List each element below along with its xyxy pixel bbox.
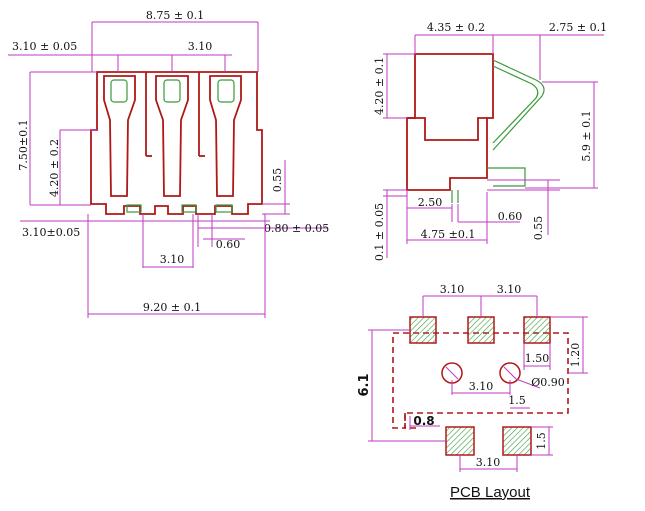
front-contact-2 [163,79,181,103]
front-contact-1 [110,79,128,103]
dim-pitch-right: 3.10 [188,40,213,53]
dim-top-height: 4.20 ± 0.1 [373,57,386,115]
pcb-dim-bottom-pad: 1.5 [535,432,548,450]
dim-spring-depth: 2.75 ± 0.1 [549,21,607,34]
dim-pitch-left: 3.10 ± 0.05 [12,40,77,53]
pcb-pad-bottom-2 [502,426,532,456]
dim-base-depth: 4.75 ±0.1 [421,228,476,241]
dim-height-total: 7.50±0.1 [17,119,30,170]
pcb-pad-bottom-1 [445,426,475,456]
pcb-dim-hole-pitch: 3.10 [469,380,494,393]
dim-base-thickness: 0.1 ± 0.05 [373,203,386,261]
front-pin-2 [181,204,197,213]
pcb-dim-pitch-1: 3.10 [440,283,465,296]
dim-height-inner: 4.20 ± 0.2 [48,139,61,197]
pcb-dim-pitch-2: 3.10 [497,283,522,296]
pcb-pad-top-3 [523,316,551,344]
dim-stand-off: 0.55 [532,216,545,241]
side-view: 4.35 ± 0.2 2.75 ± 0.1 4.20 ± 0.1 5.9 ± 0… [373,21,607,261]
front-pin-3 [215,204,233,213]
front-pin-1 [126,204,142,213]
dim-pin-width: 0.60 [216,238,241,251]
side-spring [492,59,545,151]
pcb-dim-height: 6.1 [357,373,372,396]
dim-total-height: 5.9 ± 0.1 [580,110,593,161]
front-slot-1 [103,75,136,197]
dim-pitch-bottom: 3.10 [160,253,185,266]
dim-pin-width-side: 0.60 [498,210,523,223]
dim-pin-offset: 2.50 [418,196,443,209]
dim-pin-gap: 0.80 ± 0.05 [264,222,329,235]
pcb-dim-hole-offset: 1.5 [508,394,526,407]
pcb-layout: 3.10 3.10 1.50 1.20 6.1 3.10 Ø0.90 1.5 0… [357,283,588,501]
dim-width-top: 8.75 ± 0.1 [146,9,204,22]
pcb-dim-pad-size: 1.50 [525,352,550,365]
dim-pitch-bottom-left: 3.10±0.05 [22,226,80,239]
dim-foot-height: 0.55 [271,168,284,193]
front-contact-3 [217,79,235,103]
pcb-dim-hole-diameter: Ø0.90 [531,376,565,389]
front-view: 8.75 ± 0.1 3.10 ± 0.05 3.10 7.50±0.1 4.2… [8,9,329,318]
side-body-outline [406,53,494,191]
front-body-outline [90,71,263,215]
front-slot-3 [209,75,242,197]
dim-body-depth: 4.35 ± 0.2 [427,21,485,34]
front-slot-2 [155,75,189,197]
pcb-dim-bottom-pitch: 3.10 [476,456,501,469]
pcb-layout-title: PCB Layout [450,484,531,501]
pcb-pad-top-2 [467,316,495,344]
pcb-outline [392,332,569,429]
pcb-pad-top-1 [409,316,437,344]
pcb-dim-edge-offset: 0.8 [413,414,434,428]
pcb-dim-pad-height: 1.20 [569,343,582,368]
dim-width-bottom: 9.20 ± 0.1 [143,301,201,314]
